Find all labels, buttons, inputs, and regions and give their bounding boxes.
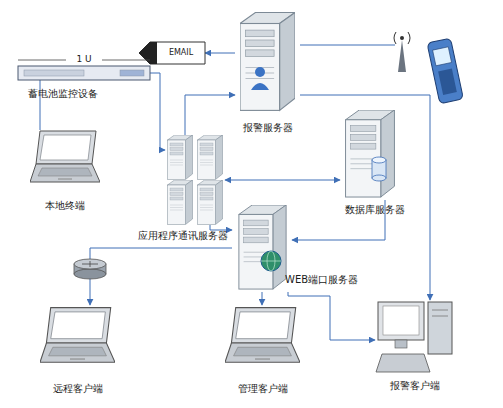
- email-envelope: EMAIL: [145, 42, 205, 64]
- server-icon: [239, 205, 286, 289]
- connector: [90, 248, 232, 305]
- node-label: 数据库服务器: [330, 204, 420, 216]
- node-label: 蓄电池监控设备: [8, 88, 118, 100]
- laptop-icon: [30, 131, 100, 182]
- wire: [300, 45, 395, 46]
- connector: [205, 53, 235, 54]
- server-icon: [346, 110, 395, 197]
- remote-client: 远程客户端: [40, 305, 115, 367]
- node-label: 报警服务器: [227, 122, 308, 134]
- node-label: 管理客户端: [220, 383, 305, 395]
- wire: [185, 95, 235, 135]
- alarm-server: 报警服务器: [235, 10, 300, 115]
- connector: [300, 95, 430, 300]
- node-label: 远程客户端: [35, 383, 120, 395]
- globe-icon: [261, 251, 281, 271]
- wire: [150, 73, 165, 150]
- local-terminal: 本地终端: [30, 130, 100, 185]
- connector: [288, 292, 375, 340]
- email-envelope: [139, 42, 205, 64]
- node-label: 报警客户端: [375, 380, 455, 392]
- server-icon: [168, 135, 193, 180]
- mobile-phone: [427, 38, 463, 104]
- router-symbol: [74, 259, 106, 279]
- admin-client: 管理客户端: [225, 305, 300, 367]
- database-cylinder: [372, 157, 386, 181]
- node-label: EMAIL: [157, 47, 205, 59]
- user-icon: [251, 83, 269, 90]
- server-icon: [198, 180, 223, 225]
- node-label: WEB端口服务器: [285, 274, 375, 286]
- wire: [225, 180, 340, 181]
- laptop-icon: [40, 308, 115, 363]
- node-label: 应用程序通讯服务器: [110, 230, 228, 242]
- desktop-computer: [376, 302, 452, 372]
- server-icon: [168, 180, 193, 225]
- alarm-client: 报警客户端: [375, 300, 455, 375]
- wire: [210, 225, 232, 230]
- battery-monitor: 1 U蓄电池监控设备: [18, 66, 150, 80]
- connector: [40, 80, 41, 130]
- server-icon: [240, 13, 295, 111]
- node-label: 本地终端: [25, 200, 105, 212]
- web-server: WEB端口服务器: [260, 250, 282, 272]
- user-icon: [255, 67, 265, 77]
- envelope-flap: [139, 42, 157, 64]
- app-server: 应用程序通讯服务器WEB端口服务器: [232, 205, 292, 292]
- laptop-icon: [225, 308, 300, 363]
- database-server: 数据库服务器: [340, 110, 400, 200]
- connector: [262, 292, 263, 305]
- node-label: 1 U: [64, 53, 104, 65]
- antenna-symbol: [394, 32, 410, 72]
- server-icon: [198, 135, 223, 180]
